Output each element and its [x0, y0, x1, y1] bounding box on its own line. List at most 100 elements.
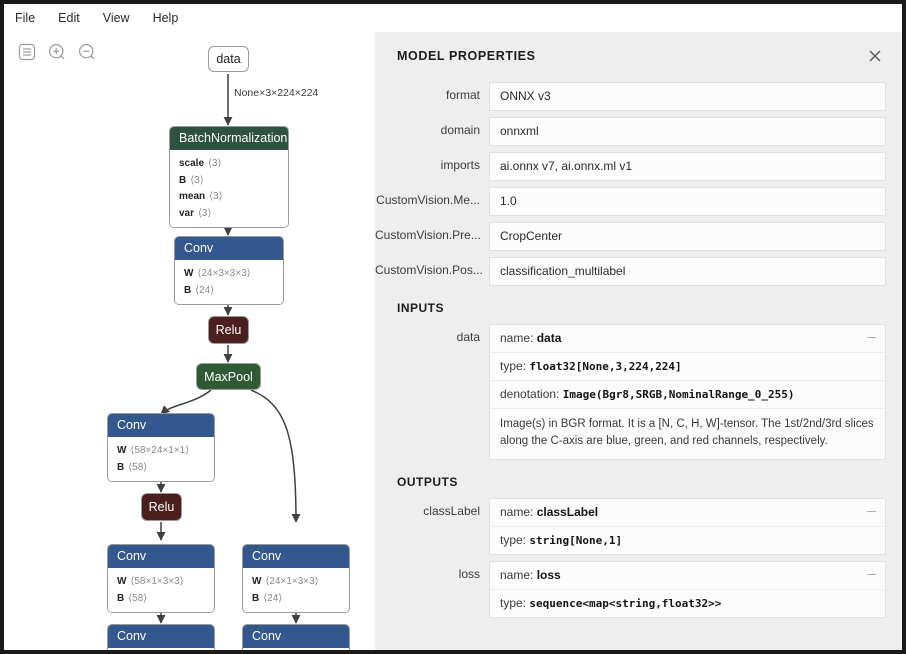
- output-type-value: string[None,1]: [529, 533, 623, 547]
- attr-key: scale: [179, 158, 205, 170]
- property-value[interactable]: ONNX v3: [489, 82, 886, 111]
- output-name-value: loss: [536, 567, 561, 582]
- node-attr: W⟨24×3×3×3⟩: [184, 265, 274, 282]
- graph-node-label: Relu: [215, 323, 242, 337]
- model-graph: data None×3×224×224 BatchNormalization s…: [4, 32, 375, 650]
- netron-window: File Edit View Help: [4, 4, 902, 650]
- collapse-icon[interactable]: [867, 337, 876, 338]
- graph-node-data[interactable]: data: [208, 46, 249, 72]
- node-attr: W⟨58×1×3×3⟩: [117, 573, 205, 590]
- property-label: imports: [440, 158, 480, 172]
- collapse-icon[interactable]: [867, 510, 876, 512]
- input-denotation-prefix: denotation:: [500, 387, 560, 401]
- attr-value: ⟨3⟩: [209, 191, 223, 203]
- property-value[interactable]: onnxml: [489, 117, 886, 146]
- graph-node-label: MaxPool: [204, 369, 253, 384]
- zoom-out-icon[interactable]: [76, 41, 98, 63]
- output-type-line: type: string[None,1]: [490, 527, 885, 554]
- graph-node-label: data: [216, 52, 241, 66]
- attr-key: W: [117, 445, 127, 457]
- graph-toolbar: [16, 41, 98, 63]
- property-row-customvision-metadata: CustomVision.Me... 1.0: [375, 187, 902, 216]
- menu-item-help[interactable]: Help: [152, 11, 179, 25]
- input-name-line: name: data: [490, 325, 885, 353]
- graph-node-relu-2[interactable]: Relu: [141, 493, 182, 521]
- node-header: Conv: [243, 625, 349, 649]
- property-label: CustomVision.Me...: [376, 193, 480, 207]
- property-label: domain: [440, 123, 480, 137]
- node-attributes: W⟨24×1×3×3⟩ B⟨24⟩: [243, 568, 349, 613]
- node-attr: scale⟨3⟩: [179, 155, 279, 172]
- property-row-domain: domain onnxml: [375, 117, 902, 146]
- node-header: Conv: [108, 545, 214, 569]
- output-card: name: loss type: sequence<map<string,flo…: [489, 560, 886, 618]
- node-attr: mean⟨3⟩: [179, 188, 279, 205]
- zoom-in-icon[interactable]: [46, 41, 68, 63]
- input-row-data: data name: data type: float32[None,3,224…: [375, 324, 902, 460]
- panel-body: format ONNX v3 domain onnxml imports ai.…: [375, 80, 902, 618]
- attr-key: W: [252, 576, 262, 588]
- property-value[interactable]: ai.onnx v7, ai.onnx.ml v1: [489, 152, 886, 181]
- property-label: CustomVision.Pre...: [375, 228, 481, 242]
- attr-value: ⟨58⟩: [128, 592, 148, 604]
- graph-node-relu-1[interactable]: Relu: [208, 316, 249, 344]
- graph-node-conv-3[interactable]: Conv W⟨58×1×3×3⟩ B⟨58⟩: [107, 544, 215, 614]
- property-value[interactable]: CropCenter: [489, 222, 886, 251]
- section-title-inputs: INPUTS: [397, 301, 445, 315]
- node-attr: B⟨58⟩: [117, 590, 205, 607]
- graph-node-conv-2[interactable]: Conv W⟨58×24×1×1⟩ B⟨58⟩: [107, 413, 215, 483]
- attr-key: W: [184, 268, 194, 280]
- output-card: name: classLabel type: string[None,1]: [489, 497, 886, 555]
- menu-item-edit[interactable]: Edit: [58, 11, 80, 25]
- graph-node-conv-1[interactable]: Conv W⟨24×3×3×3⟩ B⟨24⟩: [174, 236, 284, 306]
- attr-value: ⟨24⟩: [195, 284, 215, 296]
- output-name-line: name: loss: [490, 562, 885, 590]
- menu-item-view[interactable]: View: [102, 11, 130, 25]
- graph-edge-label-input: None×3×224×224: [234, 87, 319, 99]
- output-type-prefix: type:: [500, 595, 527, 610]
- node-attributes: W⟨24×3×3×3⟩ B⟨24⟩: [175, 260, 283, 305]
- property-label: format: [445, 88, 480, 102]
- node-attr: B⟨3⟩: [179, 172, 279, 189]
- node-attr: B⟨58⟩: [117, 459, 205, 476]
- property-row-imports: imports ai.onnx v7, ai.onnx.ml v1: [375, 152, 902, 181]
- collapse-icon[interactable]: [867, 573, 876, 575]
- attr-value: ⟨58×24×1×1⟩: [130, 445, 190, 457]
- output-row-classlabel: classLabel name: classLabel type: string…: [375, 497, 902, 555]
- graph-node-conv-4[interactable]: Conv W⟨24×1×3×3⟩ B⟨24⟩: [242, 544, 350, 614]
- menu-icon[interactable]: [16, 41, 38, 63]
- attr-value: ⟨3⟩: [190, 174, 204, 186]
- input-card: name: data type: float32[None,3,224,224]…: [489, 324, 886, 460]
- menu-item-file[interactable]: File: [15, 11, 36, 25]
- menu-bar: File Edit View Help: [4, 4, 902, 32]
- input-denotation-line: denotation: Image(Bgr8,SRGB,NominalRange…: [490, 381, 885, 409]
- output-type-prefix: type:: [500, 532, 527, 547]
- attr-key: B: [117, 461, 125, 473]
- property-value[interactable]: classification_multilabel: [489, 257, 886, 286]
- input-type-value: float32[None,3,224,224]: [529, 360, 682, 373]
- graph-node-maxpool[interactable]: MaxPool: [196, 363, 261, 390]
- attr-key: mean: [179, 191, 206, 203]
- graph-canvas[interactable]: data None×3×224×224 BatchNormalization s…: [4, 32, 375, 650]
- attr-key: B: [117, 592, 125, 604]
- node-header: BatchNormalization: [170, 127, 288, 151]
- close-icon[interactable]: [866, 47, 884, 65]
- node-attr: W⟨58×24×1×1⟩: [117, 442, 205, 459]
- output-name-prefix: name:: [500, 567, 534, 582]
- property-row-format: format ONNX v3: [375, 82, 902, 111]
- attr-key: W: [117, 576, 127, 588]
- output-label: classLabel: [423, 503, 480, 518]
- graph-node-batchnormalization[interactable]: BatchNormalization scale⟨3⟩ B⟨3⟩ mean⟨3⟩…: [169, 126, 289, 229]
- property-value[interactable]: 1.0: [489, 187, 886, 216]
- section-title-outputs: OUTPUTS: [397, 474, 458, 489]
- property-row-customvision-postprocess: CustomVision.Pos... classification_multi…: [375, 257, 902, 286]
- node-header: Conv: [243, 545, 349, 569]
- output-name-value: classLabel: [536, 504, 599, 519]
- graph-node-conv-5[interactable]: Conv: [107, 624, 215, 650]
- graph-node-label: Relu: [148, 500, 175, 514]
- attr-value: ⟨3⟩: [208, 158, 222, 170]
- graph-node-conv-6[interactable]: Conv: [242, 624, 350, 650]
- model-properties-panel: MODEL PROPERTIES format ONNX v3 domain o…: [375, 32, 902, 650]
- page-title: MODEL PROPERTIES: [397, 49, 536, 63]
- input-type-prefix: type:: [500, 359, 527, 373]
